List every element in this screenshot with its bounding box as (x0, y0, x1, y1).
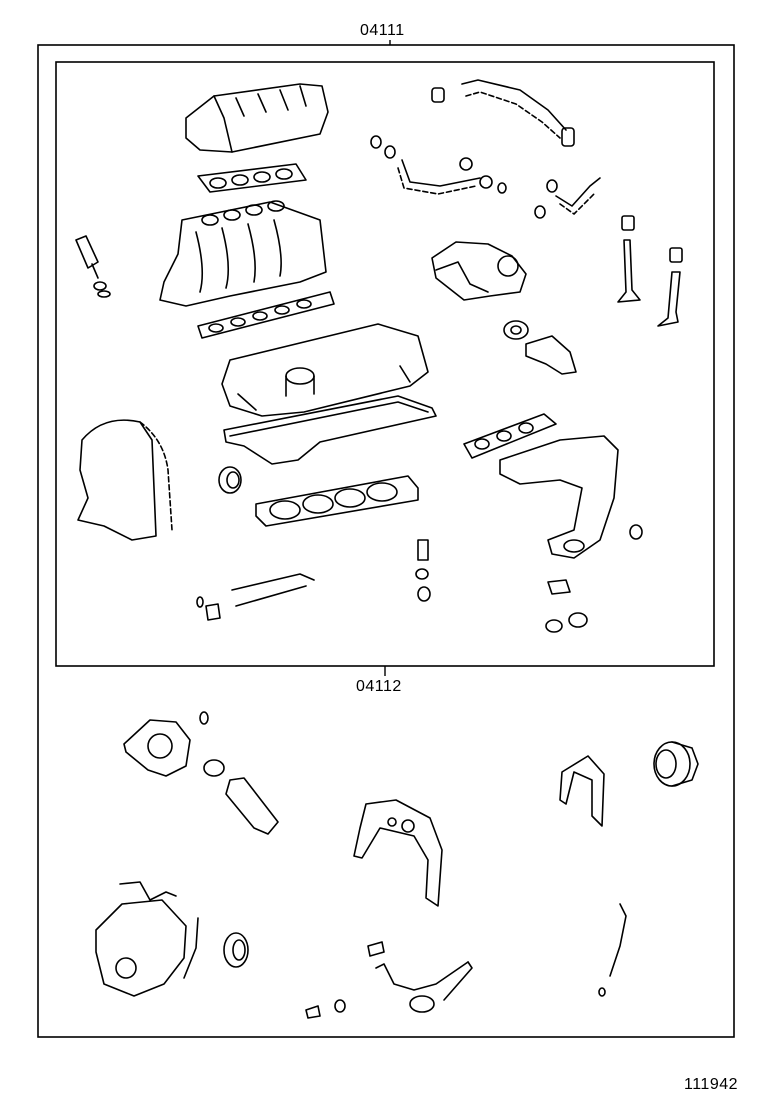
throttle-body-part (431, 241, 527, 301)
head-gasket-part (255, 475, 419, 527)
valve-cover-part (221, 323, 429, 417)
drain-plug-gasket-part (305, 999, 346, 1019)
illustration-id: 111942 (684, 1076, 739, 1093)
exhaust-manifold-gasket-part (463, 413, 557, 459)
injector-part (75, 235, 111, 298)
outer-kit-frame (37, 44, 735, 1038)
outer-kit-part-number: 04111 (360, 22, 405, 39)
water-pump-part (123, 711, 209, 777)
water-inlet-seal-part (203, 759, 279, 835)
small-seals-part (415, 539, 431, 602)
front-oil-seal-part (223, 932, 249, 968)
bypass-pipe-part (534, 177, 601, 219)
exhaust-valve-part (657, 247, 683, 327)
oil-strainer-part (367, 941, 473, 1013)
water-hose-part (431, 79, 575, 147)
hose-fittings-part (370, 135, 507, 195)
egr-gasket-part (503, 320, 577, 375)
plenum-gasket-part (197, 163, 307, 193)
intake-manifold-gasket-part (197, 291, 335, 339)
valve-cover-gasket-part (223, 395, 437, 465)
timing-cover-lower-part (95, 881, 199, 997)
oil-seal-part (218, 466, 242, 494)
timing-cover-gasket-part (353, 799, 443, 907)
intake-plenum-part (185, 83, 329, 153)
exhaust-manifold-part (499, 435, 619, 559)
intake-manifold-part (159, 200, 327, 307)
rear-seal-retainer-gasket-part (559, 755, 605, 827)
inner-kit-part-number: 04112 (356, 678, 402, 695)
exhaust-stud-nut-part (629, 524, 643, 540)
intake-valve-part (617, 215, 641, 303)
rear-oil-seal-part (653, 741, 699, 787)
dipstick-gasket-part (196, 573, 315, 621)
dipstick-guide-part (598, 903, 627, 997)
timing-cover-upper-part (77, 419, 173, 541)
exhaust-pipe-gaskets-part (545, 579, 588, 633)
